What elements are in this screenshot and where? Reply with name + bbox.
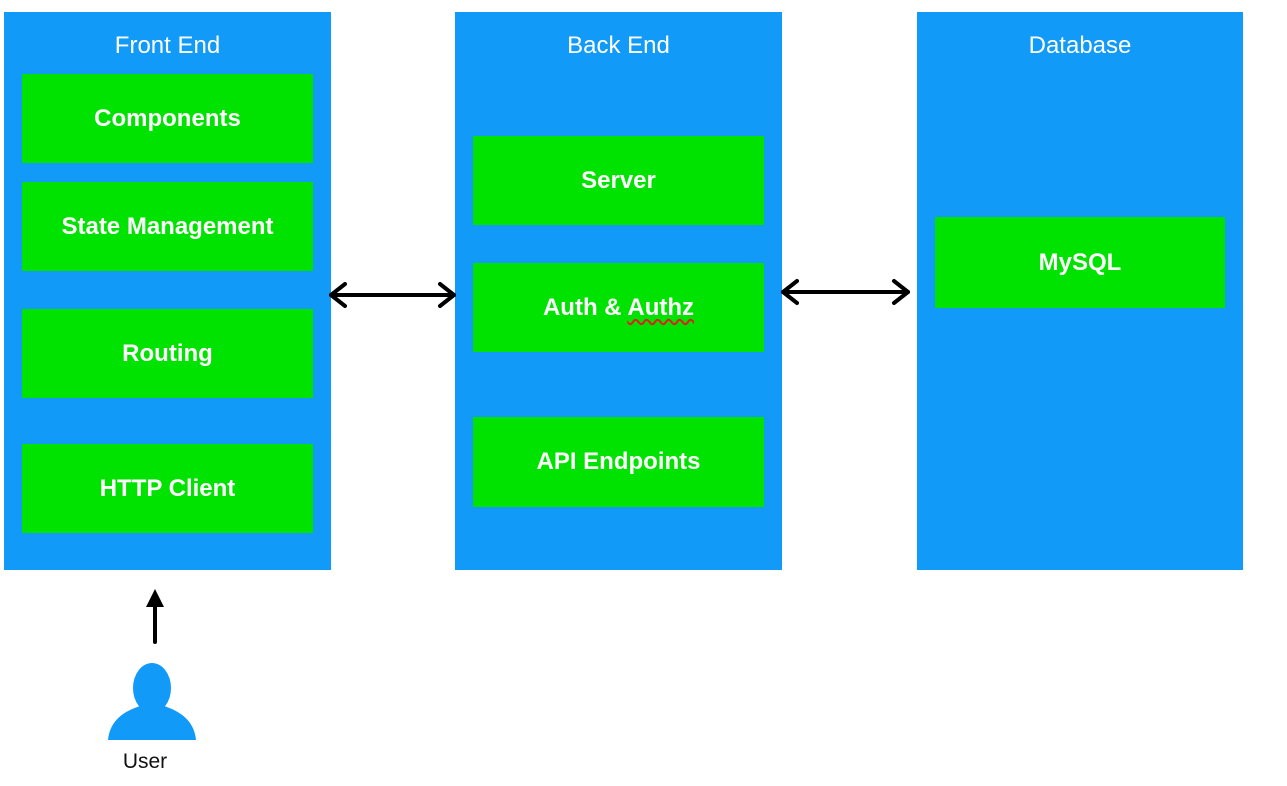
routing-label: Routing [122,339,213,367]
user-label: User [122,750,168,773]
state-management-box: State Management [22,182,313,271]
mysql-label: MySQL [1038,248,1122,276]
api-endpoints-box: API Endpoints [473,417,764,507]
api-endpoints-label: API Endpoints [536,448,701,475]
state-management-label: State Management [61,212,274,240]
mysql-box: MySQL [935,217,1225,308]
backend-column: Back End Server Auth & Authz API Endpoin… [455,12,782,570]
server-label: Server [581,166,656,194]
database-column: Database MySQL [917,12,1243,570]
auth-label-prefix: Auth & [542,293,628,321]
components-box: Components [22,74,313,163]
frontend-column: Front End Components State Management Ro… [4,12,331,570]
user-frontend-arrow [146,589,164,644]
user-icon [108,663,196,740]
frontend-backend-arrow [329,282,456,308]
auth-box: Auth & Authz [473,263,764,352]
components-label: Components [94,104,241,132]
server-box: Server [473,136,764,225]
backend-title: Back End [567,32,670,59]
http-client-box: HTTP Client [22,444,313,533]
auth-label: Auth & Authz [543,294,694,322]
routing-box: Routing [22,309,313,398]
database-title: Database [1028,32,1132,59]
authz-word: Authz [627,293,695,321]
backend-database-arrow [781,279,910,305]
frontend-title: Front End [114,32,221,59]
http-client-label: HTTP Client [99,474,236,502]
